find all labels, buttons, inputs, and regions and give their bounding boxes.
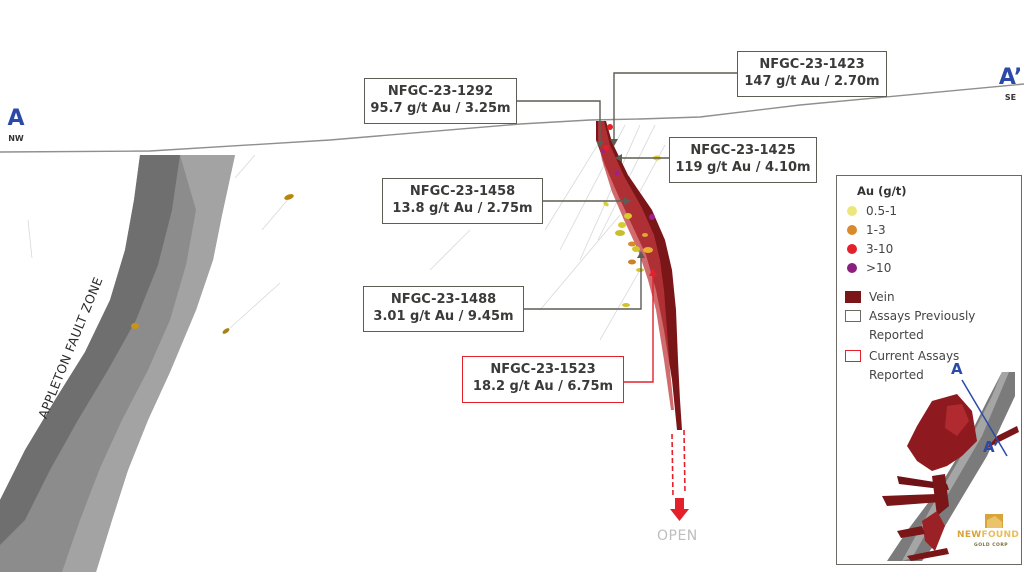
surface-line — [0, 83, 1024, 153]
leader-lines — [515, 72, 738, 310]
callout-nfgc-23-1488: NFGC-23-1488 3.01 g/t Au / 9.45m — [363, 286, 524, 332]
inset-plan-map: A A’ NEWFOUND GOLD CORP — [837, 360, 1020, 563]
current-box-icon — [845, 350, 861, 362]
callout-grade: 13.8 g/t Au / 2.75m — [392, 201, 533, 216]
section-start-marker: A NW — [6, 106, 26, 144]
callout-hole-id: NFGC-23-1425 — [690, 143, 796, 158]
legend-title: Au (g/t) — [857, 184, 907, 198]
callout-hole-id: NFGC-23-1523 — [490, 362, 596, 377]
vein-swatch-icon — [845, 291, 861, 303]
callout-hole-id: NFGC-23-1488 — [390, 292, 497, 307]
legend-item-0-5-1: 0.5-1 — [845, 202, 897, 221]
callout-grade: 119 g/t Au / 4.10m — [675, 160, 811, 175]
legend-label: 0.5-1 — [866, 204, 898, 218]
legend-item-vein: Vein — [845, 288, 895, 307]
grade-dot-icon — [847, 263, 857, 273]
section-end-direction: SE — [1004, 93, 1017, 102]
leader-line-current — [623, 272, 654, 383]
section-start-letter: A — [7, 106, 25, 131]
legend-item-3-10: 3-10 — [845, 240, 893, 259]
grade-dot-icon — [847, 206, 857, 216]
open-label: OPEN — [657, 528, 698, 544]
callout-nfgc-23-1425: NFGC-23-1425 119 g/t Au / 4.10m — [669, 137, 817, 183]
callout-nfgc-23-1523: NFGC-23-1523 18.2 g/t Au / 6.75m — [462, 356, 624, 403]
open-extension-indicator — [671, 429, 686, 498]
callout-nfgc-23-1458: NFGC-23-1458 13.8 g/t Au / 2.75m — [382, 178, 543, 224]
callout-grade: 3.01 g/t Au / 9.45m — [373, 309, 514, 324]
legend-label: Vein — [869, 290, 895, 304]
leader-arrowheads — [596, 139, 657, 276]
legend-label: 1-3 — [866, 223, 886, 237]
previous-box-icon — [845, 310, 861, 322]
newfound-logo-text: NEWFOUND — [957, 530, 1020, 540]
callout-hole-id: NFGC-23-1423 — [759, 57, 865, 72]
legend: Au (g/t) 0.5-1 1-3 3-10 >10 Vein Assays … — [836, 175, 1022, 565]
legend-item-gt-10: >10 — [845, 259, 891, 278]
section-end-marker: A’ SE — [997, 65, 1024, 103]
inset-a-prime-label: A’ — [983, 438, 999, 456]
callout-grade: 147 g/t Au / 2.70m — [744, 74, 880, 89]
appleton-fault-zone — [0, 155, 235, 572]
assay-intervals — [131, 124, 661, 334]
section-start-direction: NW — [8, 134, 24, 143]
legend-label: 3-10 — [866, 242, 894, 256]
callout-nfgc-23-1292: NFGC-23-1292 95.7 g/t Au / 3.25m — [364, 78, 517, 124]
down-arrow-icon — [670, 498, 689, 521]
callout-hole-id: NFGC-23-1458 — [409, 184, 516, 199]
grade-dot-icon — [847, 225, 857, 235]
callout-grade: 18.2 g/t Au / 6.75m — [472, 379, 614, 394]
section-end-letter: A’ — [998, 65, 1023, 90]
callout-hole-id: NFGC-23-1292 — [387, 84, 494, 99]
newfound-logo-subtext: GOLD CORP — [974, 543, 1009, 548]
legend-label: >10 — [866, 261, 892, 275]
callout-grade: 95.7 g/t Au / 3.25m — [370, 101, 511, 116]
callout-nfgc-23-1423: NFGC-23-1423 147 g/t Au / 2.70m — [737, 51, 887, 97]
grade-dot-icon — [847, 244, 857, 254]
inset-a-label: A — [951, 360, 963, 378]
legend-item-1-3: 1-3 — [845, 221, 886, 240]
